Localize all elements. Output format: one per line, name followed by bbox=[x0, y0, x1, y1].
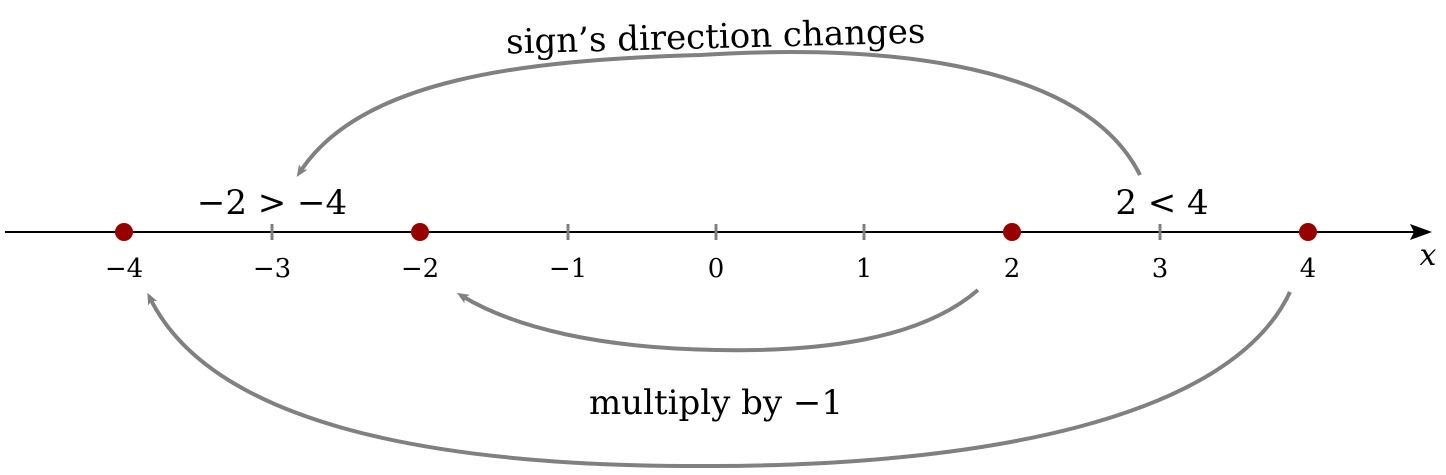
tick-label: −1 bbox=[549, 254, 587, 284]
tick-label: −4 bbox=[105, 254, 143, 284]
tick-label: 2 bbox=[1004, 254, 1021, 284]
tick-label: 4 bbox=[1300, 254, 1317, 284]
caption-bottom: multiply by −1 bbox=[589, 383, 843, 423]
outer-bottom-arrow-4-to-minus4 bbox=[147, 291, 1292, 469]
tick-marks bbox=[270, 224, 1162, 240]
top-arrow-right-to-left bbox=[296, 50, 1142, 178]
tick-label: 3 bbox=[1152, 254, 1169, 284]
tick-label: 0 bbox=[708, 254, 725, 284]
marked-point bbox=[115, 223, 133, 241]
inner-bottom-arrow-2-to-minus2 bbox=[456, 288, 980, 353]
marked-point bbox=[1003, 223, 1021, 241]
marked-point bbox=[1299, 223, 1317, 241]
marked-point bbox=[411, 223, 429, 241]
tick-labels: −4 −3 −2 −1 0 1 2 3 4 bbox=[105, 254, 1316, 284]
tick-label: −3 bbox=[253, 254, 291, 284]
inequality-right: 2 < 4 bbox=[1115, 183, 1208, 223]
x-axis-label: x bbox=[1420, 238, 1437, 273]
inequality-left: −2 > −4 bbox=[197, 183, 347, 223]
x-axis-arrowhead bbox=[1410, 224, 1432, 240]
tick-label: 1 bbox=[856, 254, 873, 284]
marked-points bbox=[115, 223, 1317, 241]
tick-label: −2 bbox=[401, 254, 439, 284]
